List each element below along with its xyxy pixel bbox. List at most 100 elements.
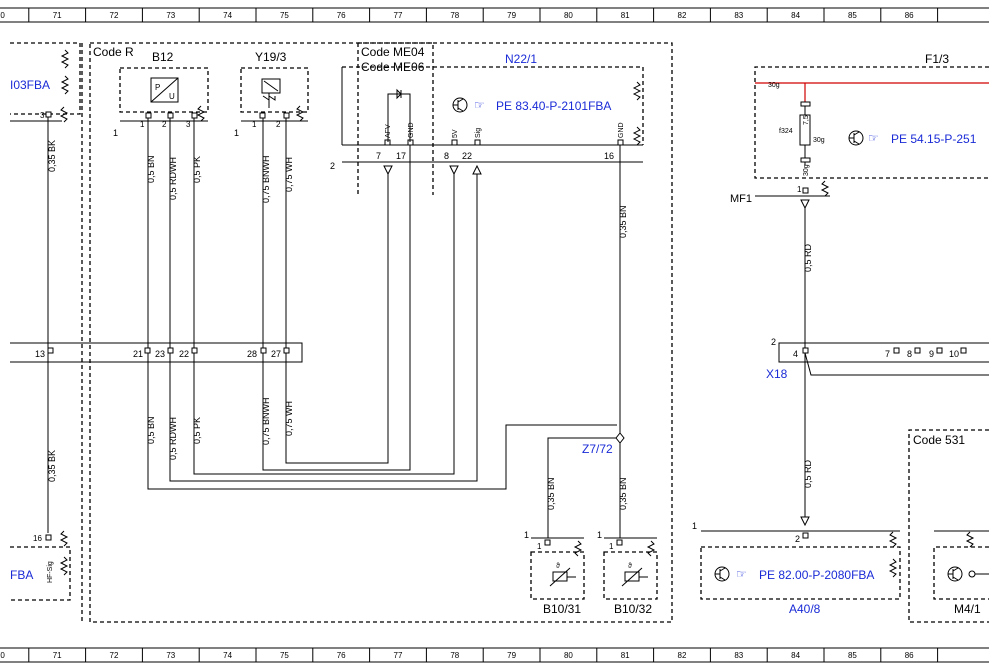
ruler-column-number: 74 [223, 651, 232, 660]
ruler-column-number: 70 [0, 11, 5, 20]
b10-32-component[interactable]: 1 1 ϑ B10/32 [597, 530, 658, 616]
b10-31-label: B10/31 [543, 602, 581, 616]
wire-05rd-b: 0,5 RD [803, 459, 813, 488]
b12-pin-2: 2 [162, 120, 167, 129]
ruler-ticks: 7070717172727373747475757676777778787979… [0, 8, 939, 662]
y19-3-label: Y19/3 [255, 50, 287, 64]
theta-symbol: ϑ [556, 563, 560, 570]
wire-05rdwh-b: 0,5 RDWH [168, 417, 178, 460]
ruler-column-number: 76 [337, 11, 346, 20]
fuse-bottom: 30g [803, 164, 810, 176]
ruler-column-number: 75 [280, 11, 289, 20]
z7-72-splice[interactable]: Z7/72 [547, 432, 625, 538]
pin-3: 3 [40, 111, 45, 120]
ruler-column-number: 84 [791, 651, 800, 660]
fuse-value: 7,5 [803, 115, 810, 125]
pin-name-gnd: GND [408, 122, 415, 138]
a40-8-reference[interactable]: PE 82.00-P-2080FBA [759, 568, 874, 582]
ruler-column-number: 70 [0, 651, 5, 660]
b12-p-label: P [155, 83, 160, 92]
code-r-label: Code R [93, 45, 134, 59]
theta-symbol: ϑ [628, 563, 632, 570]
wire-075bnwh-a: 0,75 BNWH [261, 155, 271, 203]
ruler-column-number: 79 [507, 651, 516, 660]
ruler-column-number: 86 [905, 11, 914, 20]
x18-pin-4: 4 [793, 349, 798, 359]
ruler-column-number: 77 [394, 11, 403, 20]
wire-075bnwh-b: 0,75 BNWH [261, 397, 271, 445]
ruler-column-number: 72 [110, 651, 119, 660]
ruler-column-number: 73 [166, 651, 175, 660]
f1-3-label: F1/3 [925, 52, 949, 66]
ruler-column-number: 85 [848, 11, 857, 20]
ruler-column-number: 72 [110, 11, 119, 20]
b12-pin-1-ref: 1 [113, 128, 118, 138]
ruler-column-number: 83 [734, 11, 743, 20]
wire-05pk-b: 0,5 PK [192, 417, 202, 444]
x18-pin-8: 8 [907, 349, 912, 359]
n22-1-pin-2-ref: 2 [330, 161, 335, 171]
bus-30g-label: 30g [768, 82, 780, 89]
wire-035bn-c: 0,35 BN [618, 477, 628, 510]
left-component-top: I03FBA 3 [10, 42, 81, 123]
ruler-column-number: 76 [337, 651, 346, 660]
n22-1-label: N22/1 [505, 52, 537, 66]
inline-connector-bar: 13 21 23 22 28 27 [10, 342, 303, 363]
hand-pointer-icon: ☞ [868, 131, 879, 145]
wire-05bn-b: 0,5 BN [146, 416, 156, 444]
wire-05rd-a: 0,5 RD [803, 243, 813, 272]
n22-pin-7: 7 [376, 151, 381, 161]
y19-3-component[interactable]: Y19/3 1 1 2 [234, 50, 309, 138]
ruler-column-number: 82 [678, 11, 687, 20]
arrow-down-icon [800, 516, 810, 527]
wire-035bn-a: 0,35 BN [618, 205, 628, 238]
ruler-column-number: 79 [507, 11, 516, 20]
a40-8-pin-1-ref: 1 [692, 521, 697, 531]
n22-1-reference[interactable]: PE 83.40-P-2101FBA [496, 99, 611, 113]
fuse-f324: f324 [779, 128, 793, 135]
b10-31-pin-1-ref: 1 [524, 530, 529, 540]
arrow-down-icon [383, 165, 393, 176]
wire-075wh-a: 0,75 WH [284, 157, 294, 192]
ruler-column-number: 71 [53, 651, 62, 660]
ruler-column-number: 81 [621, 11, 630, 20]
ruler-column-number: 74 [223, 11, 232, 20]
mf1-label: MF1 [730, 193, 752, 205]
x18-connector[interactable]: 2 4 7 8 9 10 X18 [766, 337, 989, 381]
a40-8-component[interactable]: 1 2 ☞ PE 82.00-P-2080FBA A40/8 [692, 521, 901, 616]
ruler-column-number: 86 [905, 651, 914, 660]
f1-3-component[interactable]: F1/3 30g 7,5 f324 30g 30g ☞ PE 54.15-P-2… [730, 52, 989, 205]
code-531-label: Code 531 [913, 433, 965, 447]
hand-pointer-icon: ☞ [736, 567, 747, 581]
x18-pin-2-ref: 2 [771, 337, 776, 347]
b10-31-component[interactable]: 1 1 ϑ B10/31 [524, 530, 585, 616]
a40-8-pin-2: 2 [795, 534, 800, 544]
bottom-ruler [0, 647, 989, 663]
b12-pin-1: 1 [140, 120, 145, 129]
b10-32-label: B10/32 [614, 602, 652, 616]
left-component-bottom: 16 HF-Sig FBA [10, 530, 71, 601]
n22-pin-17: 17 [396, 151, 406, 161]
n22-1-component[interactable]: N22/1 ☞ PE 83.40-P-2101FBA 2 AFV GND 5V … [330, 52, 644, 171]
ruler-column-number: 78 [450, 11, 459, 20]
bar-pin-23: 23 [155, 349, 165, 359]
left-reference-bottom[interactable]: FBA [10, 568, 33, 582]
code-r-frame [89, 42, 673, 623]
n22-pin-16: 16 [604, 151, 614, 161]
bar-pin-21: 21 [133, 349, 143, 359]
wire-05bn-a: 0,5 BN [146, 155, 156, 183]
left-reference-top[interactable]: I03FBA [10, 78, 50, 92]
b12-component[interactable]: B12 P U 1 1 2 3 [113, 50, 209, 138]
pin-name-5v: 5V [452, 129, 459, 138]
ruler-column-number: 77 [394, 651, 403, 660]
code-me-frame [357, 42, 434, 195]
m4-1-label: M4/1 [954, 602, 981, 616]
f1-3-pin-1: 1 [797, 185, 802, 194]
bar-pin-22: 22 [179, 349, 189, 359]
ruler-column-number: 82 [678, 651, 687, 660]
z7-72-label: Z7/72 [582, 442, 613, 456]
n22-pin-8: 8 [444, 151, 449, 161]
x18-label: X18 [766, 367, 788, 381]
f1-3-reference[interactable]: PE 54.15-P-251 [891, 132, 977, 146]
